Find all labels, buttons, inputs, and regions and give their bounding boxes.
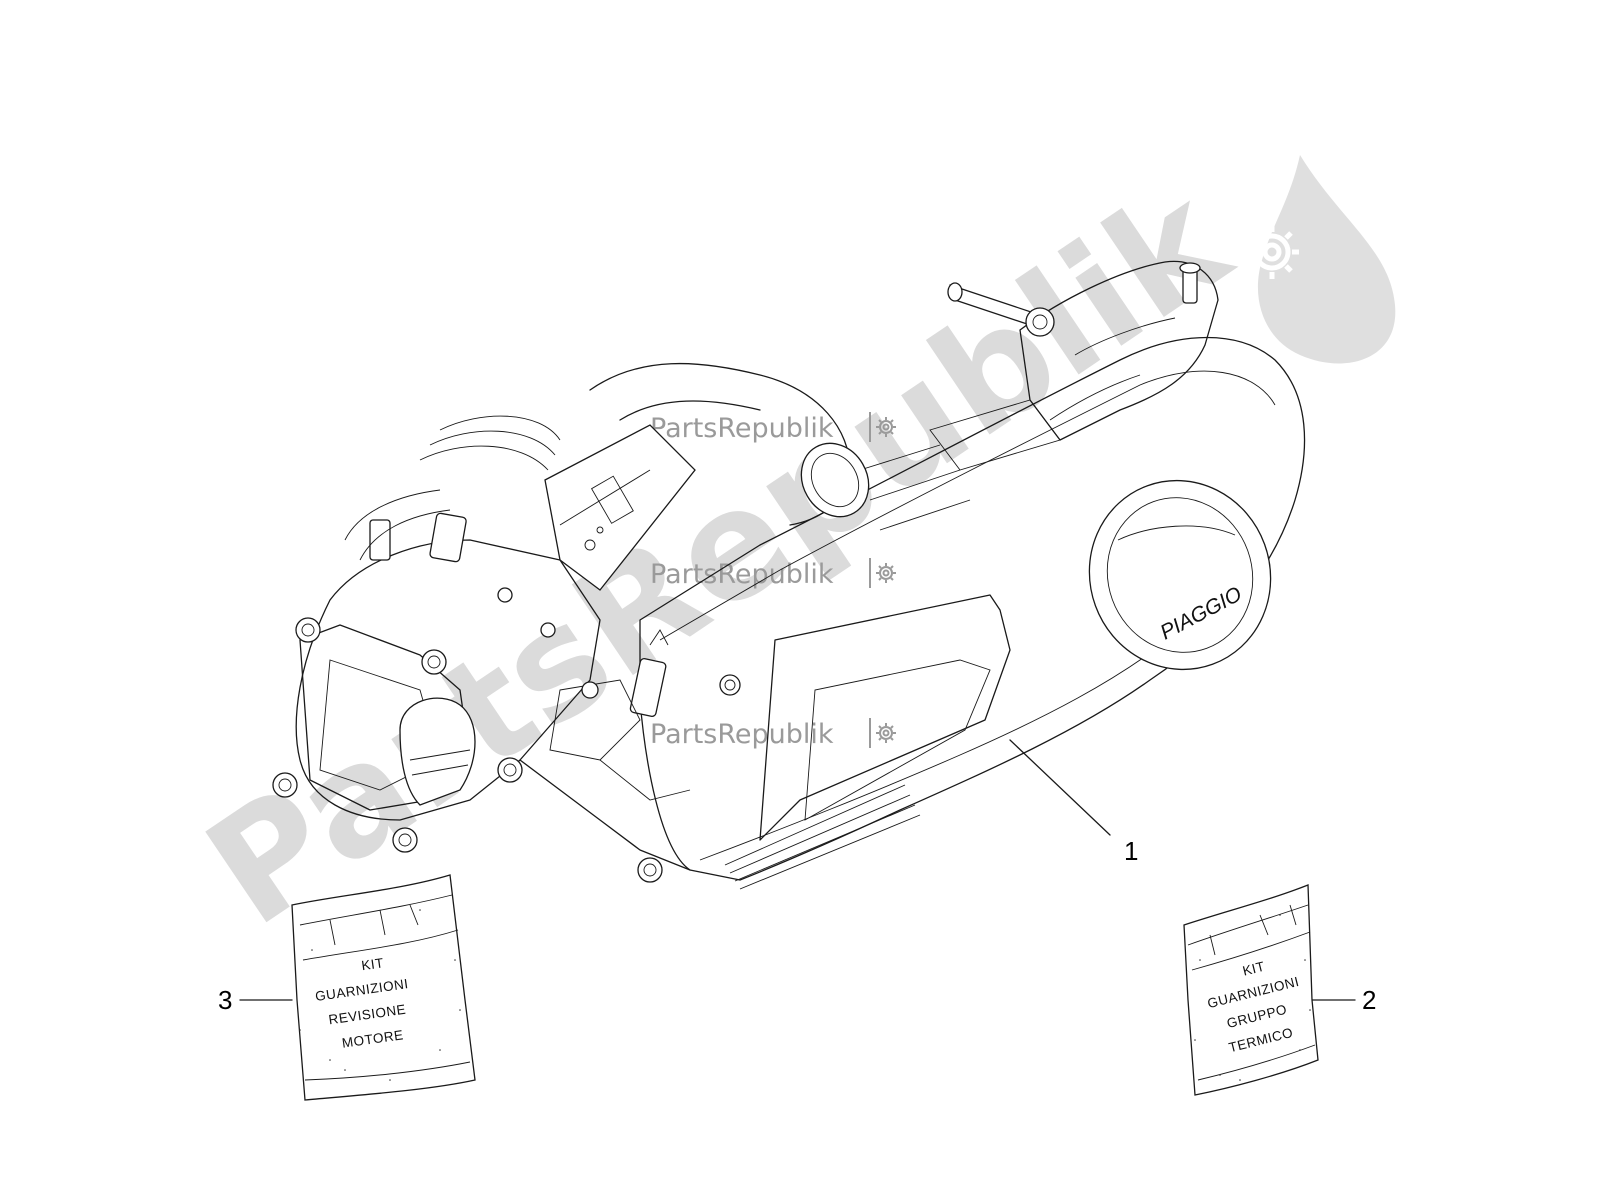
watermark-label: PartsRepublik bbox=[650, 412, 896, 444]
engine-assembly[interactable]: PIAGGIO bbox=[272, 260, 1306, 890]
head-bolts bbox=[272, 617, 741, 883]
svg-text:KIT: KIT bbox=[360, 955, 384, 973]
gasket-kit-thermal-group[interactable]: KIT GUARNIZIONI GRUPPO TERMICO bbox=[1183, 884, 1319, 1096]
gear-icon bbox=[876, 563, 896, 583]
svg-text:KIT: KIT bbox=[1241, 959, 1266, 979]
callouts: 1 2 3 bbox=[218, 739, 1376, 1015]
gear-icon bbox=[1245, 225, 1299, 279]
watermark-drop-logo bbox=[1257, 155, 1396, 364]
svg-text:PartsRepublik: PartsRepublik bbox=[650, 413, 834, 444]
variator-cover: PIAGGIO bbox=[1088, 479, 1272, 671]
svg-text:PartsRepublik: PartsRepublik bbox=[650, 719, 834, 750]
gear-icon bbox=[876, 417, 896, 437]
svg-text:PartsRepublik: PartsRepublik bbox=[650, 559, 834, 590]
watermark-label: PartsRepublik bbox=[650, 558, 896, 590]
callout-2[interactable]: 2 bbox=[1362, 985, 1376, 1015]
gear-icon bbox=[876, 723, 896, 743]
watermark-label: PartsRepublik bbox=[650, 718, 896, 750]
callout-3[interactable]: 3 bbox=[218, 985, 232, 1015]
callout-1[interactable]: 1 bbox=[1124, 836, 1138, 866]
gasket-kit-engine-overhaul[interactable]: KIT GUARNIZIONI REVISIONE MOTORE bbox=[291, 874, 476, 1101]
